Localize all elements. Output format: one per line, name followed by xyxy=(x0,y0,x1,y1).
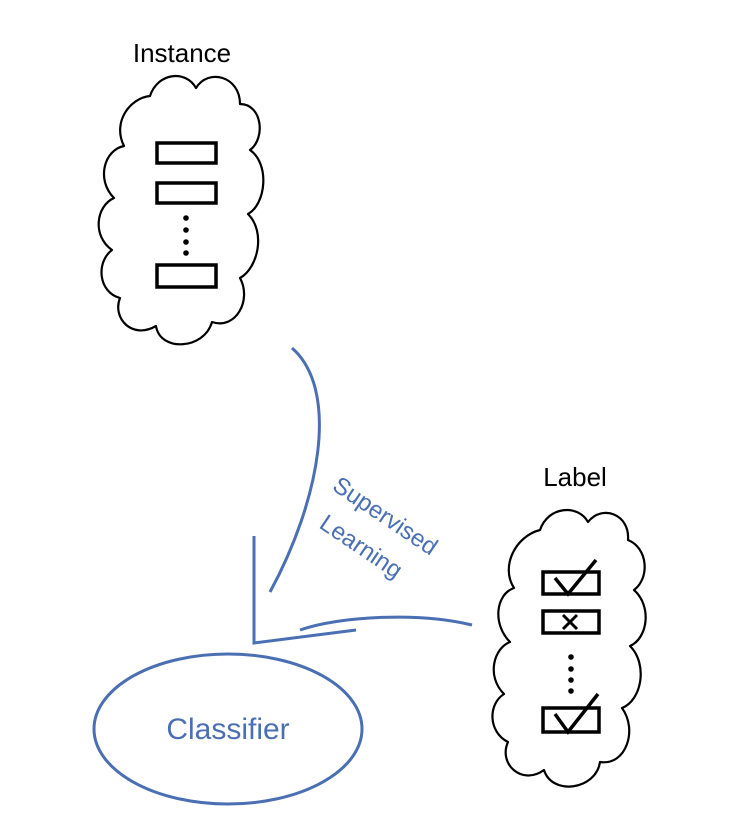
instance-ellipsis xyxy=(183,215,189,256)
instance-box-3 xyxy=(155,263,218,289)
instance-to-classifier-curve xyxy=(268,346,321,593)
label-box-check-1 xyxy=(541,570,601,596)
arrowhead-corner xyxy=(252,536,357,645)
label-cloud xyxy=(491,508,647,788)
instance-box-2 xyxy=(155,181,218,205)
cross-mark xyxy=(561,613,579,631)
check-mark-1 xyxy=(553,558,598,597)
label-box-check-2 xyxy=(541,706,601,734)
label-title: Label xyxy=(543,462,607,492)
label-to-classifier-curve xyxy=(299,615,473,632)
label-ellipsis xyxy=(568,654,574,694)
check-mark-2 xyxy=(553,692,600,735)
classifier-ellipse xyxy=(92,652,364,806)
label-box-cross xyxy=(541,609,601,635)
instance-title: Instance xyxy=(133,38,231,68)
instance-box-1 xyxy=(155,141,218,165)
instance-cloud xyxy=(97,74,265,346)
classifier-label: Classifier xyxy=(166,713,289,746)
